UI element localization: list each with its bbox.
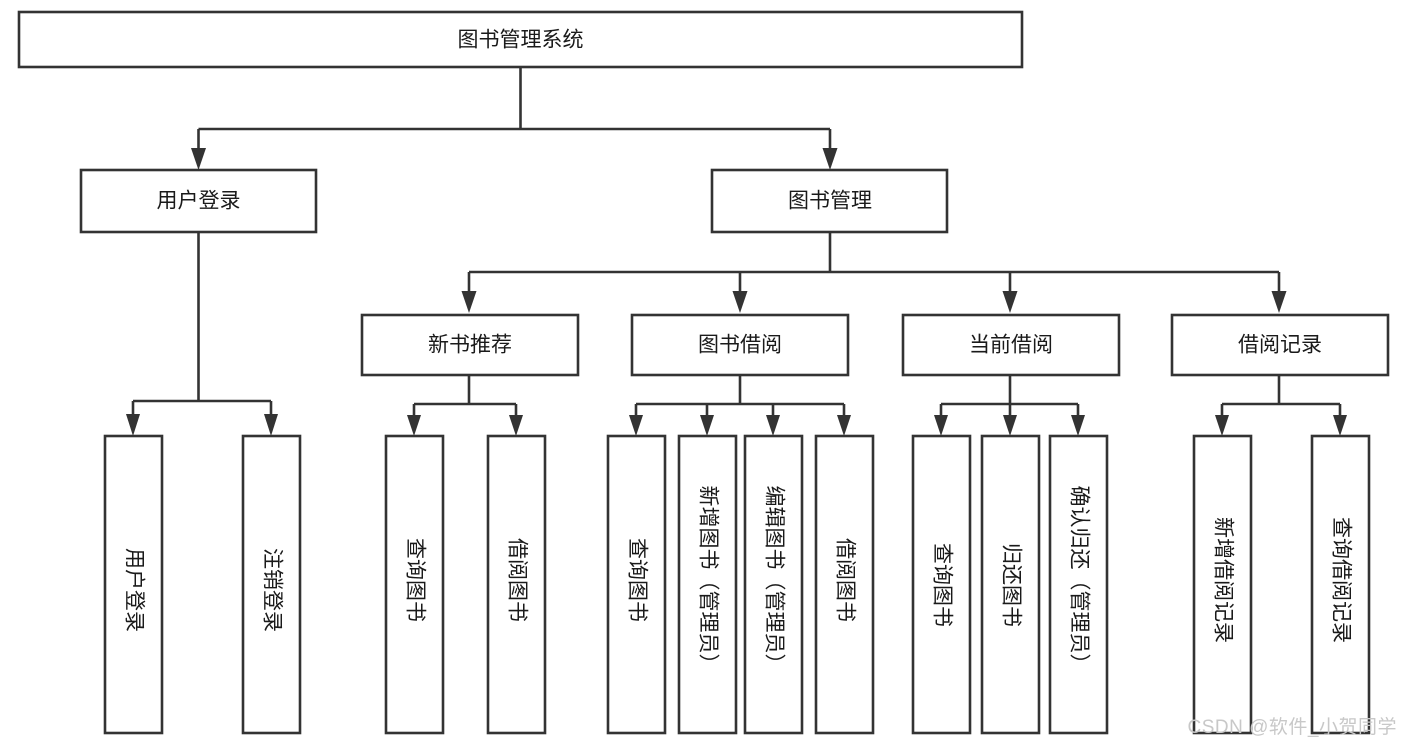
node-root[interactable]: 图书管理系统 xyxy=(17,10,1024,69)
arrow-bookborrow-l4 xyxy=(837,415,851,436)
node-book-borrow-label: 图书借阅 xyxy=(698,334,782,357)
arrow-bookborrow-l2 xyxy=(700,415,714,436)
node-new-book-recommend[interactable]: 新书推荐 xyxy=(360,313,580,377)
node-current-borrow-label: 当前借阅 xyxy=(969,334,1053,357)
leaf-new-book-2-rect[interactable] xyxy=(486,434,547,735)
arrow-currentborrow-l2 xyxy=(1003,415,1017,436)
leaf-book-borrow-2[interactable]: 新增图书（管理员） xyxy=(677,434,738,735)
node-user-login-label: 用户登录 xyxy=(157,190,241,213)
arrow-to-book-manage xyxy=(822,148,838,170)
leaf-borrow-record-2-rect[interactable] xyxy=(1310,434,1371,735)
leaf-user-login-2-label: 注销登录 xyxy=(261,548,284,632)
node-borrow-record-label: 借阅记录 xyxy=(1238,334,1322,357)
leaf-book-borrow-4[interactable]: 借阅图书 xyxy=(814,434,875,735)
arrow-to-current-borrow xyxy=(1002,291,1018,313)
leaf-current-borrow-2-label: 归还图书 xyxy=(1000,543,1023,627)
node-current-borrow-rect[interactable] xyxy=(901,313,1121,377)
node-book-manage[interactable]: 图书管理 xyxy=(710,168,949,234)
node-borrow-record[interactable]: 借阅记录 xyxy=(1170,313,1390,377)
leaf-new-book-2-label: 借阅图书 xyxy=(506,538,529,622)
node-root-label: 图书管理系统 xyxy=(458,29,584,52)
leaf-current-borrow-3[interactable]: 确认归还（管理员） xyxy=(1048,434,1109,735)
node-book-manage-rect[interactable] xyxy=(710,168,949,234)
arrow-currentborrow-l3 xyxy=(1071,415,1085,436)
leaf-user-login-2[interactable]: 注销登录 xyxy=(241,434,302,735)
leaf-book-borrow-2-rect[interactable] xyxy=(677,434,738,735)
arrow-bookborrow-l3 xyxy=(766,415,780,436)
arrow-userlogin-l1 xyxy=(126,414,140,436)
leaf-current-borrow-1-label: 查询图书 xyxy=(931,543,954,627)
arrow-to-book-borrow xyxy=(732,291,748,313)
arrow-currentborrow-l1 xyxy=(934,415,948,436)
leaf-book-borrow-1-label: 查询图书 xyxy=(626,538,649,622)
leaf-borrow-record-2[interactable]: 查询借阅记录 xyxy=(1310,434,1371,735)
leaf-book-borrow-3-label: 编辑图书（管理员） xyxy=(763,486,786,675)
leaf-book-borrow-4-label: 借阅图书 xyxy=(834,538,857,622)
arrow-borrowrecord-l1 xyxy=(1215,415,1229,436)
arrow-userlogin-l2 xyxy=(264,414,278,436)
node-user-login-rect[interactable] xyxy=(79,168,318,234)
leaf-book-borrow-1[interactable]: 查询图书 xyxy=(606,434,667,735)
leaf-user-login-1-rect[interactable] xyxy=(103,434,164,735)
leaf-book-borrow-2-label: 新增图书（管理员） xyxy=(697,486,720,675)
leaf-new-book-1-rect[interactable] xyxy=(384,434,445,735)
arrow-newbook-l2 xyxy=(509,415,523,436)
leaf-book-borrow-3-rect[interactable] xyxy=(743,434,804,735)
node-user-login[interactable]: 用户登录 xyxy=(79,168,318,234)
leaf-borrow-record-2-label: 查询借阅记录 xyxy=(1330,517,1353,643)
node-new-book-recommend-label: 新书推荐 xyxy=(428,334,512,357)
arrow-to-new-book xyxy=(461,291,477,313)
leaf-user-login-1[interactable]: 用户登录 xyxy=(103,434,164,735)
edge-layer xyxy=(126,67,1347,436)
node-new-book-recommend-rect[interactable] xyxy=(360,313,580,377)
leaf-borrow-record-1-rect[interactable] xyxy=(1192,434,1253,735)
leaf-new-book-1[interactable]: 查询图书 xyxy=(384,434,445,735)
leaf-user-login-1-label: 用户登录 xyxy=(123,548,146,632)
leaf-current-borrow-1-rect[interactable] xyxy=(911,434,972,735)
arrow-to-borrow-record xyxy=(1271,291,1287,313)
leaf-book-borrow-1-rect[interactable] xyxy=(606,434,667,735)
node-book-manage-label: 图书管理 xyxy=(788,190,872,213)
leaf-user-login-2-rect[interactable] xyxy=(241,434,302,735)
arrow-to-user-login xyxy=(191,148,206,170)
arrow-newbook-l1 xyxy=(407,415,421,436)
leaf-book-borrow-3[interactable]: 编辑图书（管理员） xyxy=(743,434,804,735)
leaf-new-book-1-label: 查询图书 xyxy=(404,538,427,622)
node-book-borrow-rect[interactable] xyxy=(630,313,850,377)
leaf-current-borrow-2-rect[interactable] xyxy=(980,434,1041,735)
leaf-borrow-record-1-label: 新增借阅记录 xyxy=(1212,517,1235,643)
leaf-current-borrow-3-label: 确认归还（管理员） xyxy=(1068,486,1091,675)
node-root-rect[interactable] xyxy=(17,10,1024,69)
node-current-borrow[interactable]: 当前借阅 xyxy=(901,313,1121,377)
node-borrow-record-rect[interactable] xyxy=(1170,313,1390,377)
node-book-borrow[interactable]: 图书借阅 xyxy=(630,313,850,377)
arrow-bookborrow-l1 xyxy=(629,415,643,436)
leaf-current-borrow-3-rect[interactable] xyxy=(1048,434,1109,735)
arrow-borrowrecord-l2 xyxy=(1333,415,1347,436)
leaf-borrow-record-1[interactable]: 新增借阅记录 xyxy=(1192,434,1253,735)
leaf-book-borrow-4-rect[interactable] xyxy=(814,434,875,735)
leaf-current-borrow-1[interactable]: 查询图书 xyxy=(911,434,972,735)
leaf-new-book-2[interactable]: 借阅图书 xyxy=(486,434,547,735)
leaf-current-borrow-2[interactable]: 归还图书 xyxy=(980,434,1041,735)
